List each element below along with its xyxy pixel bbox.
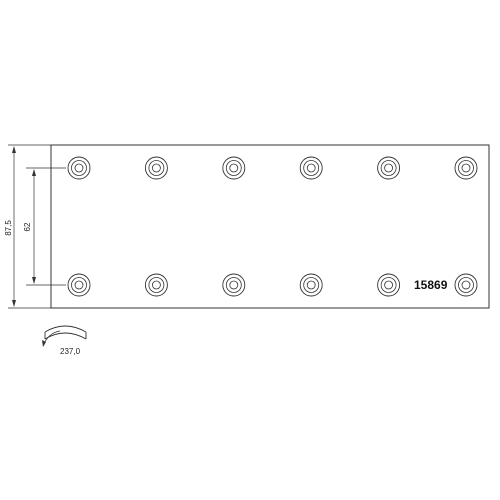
rivet-hole xyxy=(454,156,478,180)
radius-label: 237,0 xyxy=(60,347,81,356)
lining-plate xyxy=(50,144,490,309)
rivet-hole xyxy=(144,273,168,297)
rivet-hole xyxy=(144,156,168,180)
rivet-hole xyxy=(299,156,323,180)
rivet-hole xyxy=(377,273,401,297)
rivet-hole xyxy=(222,273,246,297)
rivet-hole xyxy=(67,273,91,297)
overall-height-label: 87,5 xyxy=(4,220,13,236)
hole-spacing-label: 62 xyxy=(23,222,32,231)
rivet-hole xyxy=(67,156,91,180)
rivet-hole xyxy=(222,156,246,180)
rivet-hole xyxy=(299,273,323,297)
rivet-holes xyxy=(67,156,478,297)
hole-spacing-dimension: 62 xyxy=(23,167,66,286)
part-number: 15869 xyxy=(414,278,448,292)
rivet-hole xyxy=(454,273,478,297)
curvature-symbol: 237,0 xyxy=(42,325,87,356)
overall-height-dimension: 87,5 xyxy=(4,144,51,309)
rivet-hole xyxy=(377,156,401,180)
